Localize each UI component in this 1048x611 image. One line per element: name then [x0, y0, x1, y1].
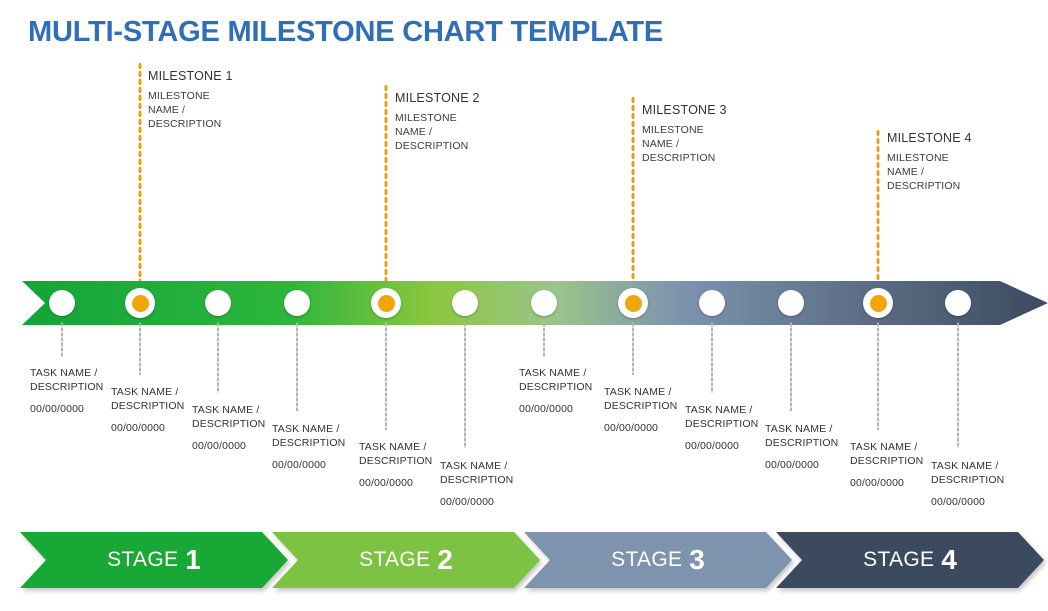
task-connector-line [790, 322, 792, 411]
task-label: TASK NAME /DESCRIPTION 00/00/0000 [931, 459, 1004, 508]
task-node[interactable] [531, 290, 557, 316]
task-connector-line [957, 322, 959, 448]
task-connector-line [464, 322, 466, 448]
task-name: TASK NAME /DESCRIPTION [30, 367, 104, 394]
task-date: 00/00/0000 [440, 496, 495, 509]
task-date: 00/00/0000 [30, 403, 85, 416]
task-label: TASK NAME /DESCRIPTION 00/00/0000 [111, 385, 184, 434]
task-date: 00/00/0000 [359, 477, 414, 490]
task-node[interactable] [778, 290, 804, 316]
task-name: TASK NAME /DESCRIPTION [519, 367, 593, 394]
milestone-title: MILESTONE 4 [887, 131, 972, 145]
page-title: MULTI-STAGE MILESTONE CHART TEMPLATE [28, 16, 664, 48]
task-connector-line [711, 322, 713, 393]
milestone-connector-line [384, 84, 388, 290]
task-connector-line [217, 322, 219, 393]
task-connector-line [543, 322, 545, 357]
milestone-title: MILESTONE 1 [148, 69, 233, 83]
task-name: TASK NAME /DESCRIPTION [272, 423, 346, 450]
task-name: TASK NAME /DESCRIPTION [850, 441, 924, 468]
task-node[interactable] [452, 290, 478, 316]
task-date: 00/00/0000 [519, 403, 574, 416]
task-connector-line [877, 322, 879, 430]
task-connector-line [296, 322, 298, 411]
task-name: TASK NAME /DESCRIPTION [192, 404, 266, 431]
task-label: TASK NAME /DESCRIPTION 00/00/0000 [519, 366, 592, 415]
task-node[interactable] [205, 290, 231, 316]
milestone-connector-line [138, 62, 142, 290]
stage-chevron-shape [20, 532, 288, 588]
task-label: TASK NAME /DESCRIPTION 00/00/0000 [440, 459, 513, 508]
task-date: 00/00/0000 [192, 440, 247, 453]
task-node[interactable] [945, 290, 971, 316]
milestone-connector-line [876, 129, 880, 290]
task-name: TASK NAME /DESCRIPTION [111, 386, 185, 413]
milestone-title: MILESTONE 3 [642, 103, 727, 117]
task-node[interactable] [284, 290, 310, 316]
task-connector-line [139, 322, 141, 375]
task-connector-line [632, 322, 634, 375]
milestone-node[interactable] [125, 288, 155, 318]
task-name: TASK NAME /DESCRIPTION [604, 386, 678, 413]
task-label: TASK NAME /DESCRIPTION 00/00/0000 [850, 440, 923, 489]
milestone-dot-icon [377, 294, 395, 312]
task-name: TASK NAME /DESCRIPTION [765, 423, 839, 450]
task-name: TASK NAME /DESCRIPTION [440, 460, 514, 487]
milestone-node[interactable] [618, 288, 648, 318]
stage-chevron-shape [272, 532, 540, 588]
milestone-dot-icon [624, 294, 642, 312]
task-date: 00/00/0000 [604, 422, 659, 435]
task-label: TASK NAME /DESCRIPTION 00/00/0000 [685, 403, 758, 452]
task-node[interactable] [49, 290, 75, 316]
task-connector-line [61, 322, 63, 357]
milestone-connector-line [631, 96, 635, 290]
task-connector-line [385, 322, 387, 430]
timeline [0, 281, 1048, 325]
milestone-dot-icon [869, 294, 887, 312]
task-name: TASK NAME /DESCRIPTION [359, 441, 433, 468]
milestone-title: MILESTONE 2 [395, 91, 480, 105]
task-date: 00/00/0000 [765, 459, 820, 472]
task-date: 00/00/0000 [111, 422, 166, 435]
task-label: TASK NAME /DESCRIPTION 00/00/0000 [192, 403, 265, 452]
task-date: 00/00/0000 [272, 459, 327, 472]
task-name: TASK NAME /DESCRIPTION [931, 460, 1005, 487]
task-date: 00/00/0000 [685, 440, 740, 453]
task-date: 00/00/0000 [850, 477, 905, 490]
task-label: TASK NAME /DESCRIPTION 00/00/0000 [272, 422, 345, 471]
milestone-dot-icon [131, 294, 149, 312]
milestone-node[interactable] [371, 288, 401, 318]
task-date: 00/00/0000 [931, 496, 986, 509]
milestone-node[interactable] [863, 288, 893, 318]
task-label: TASK NAME /DESCRIPTION 00/00/0000 [30, 366, 103, 415]
stage-chevron-shape [776, 532, 1044, 588]
task-node[interactable] [699, 290, 725, 316]
task-label: TASK NAME /DESCRIPTION 00/00/0000 [359, 440, 432, 489]
task-name: TASK NAME /DESCRIPTION [685, 404, 759, 431]
task-label: TASK NAME /DESCRIPTION 00/00/0000 [604, 385, 677, 434]
stage-chevron-shape [524, 532, 792, 588]
task-label: TASK NAME /DESCRIPTION 00/00/0000 [765, 422, 838, 471]
